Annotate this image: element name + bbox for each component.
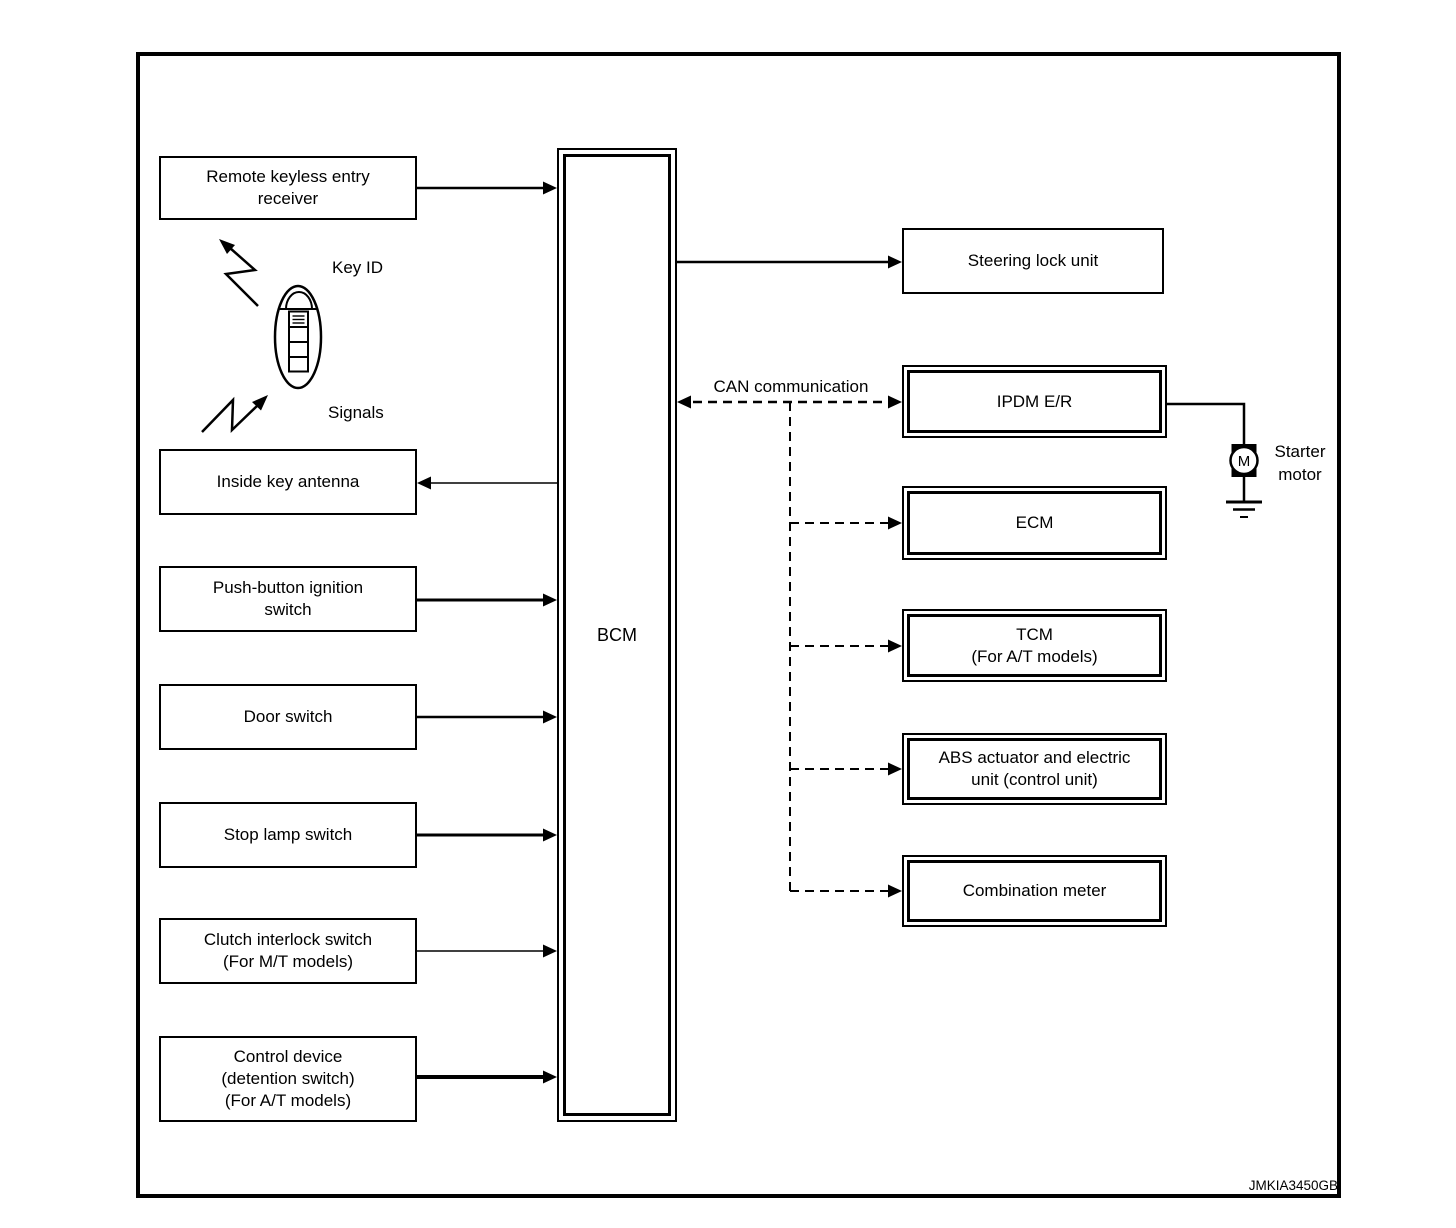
box-label: Combination meter: [962, 881, 1107, 900]
box-control-device: Control device (detention switch) (For A…: [159, 1036, 417, 1122]
box-label: Push-button ignition switch: [212, 578, 364, 619]
starter-motor-label: Starter motor: [1274, 442, 1326, 484]
box-label: ABS actuator and electric unit (control …: [938, 748, 1131, 789]
diagram-code: JMKIA3450GB: [1248, 1178, 1338, 1193]
box-clutch-interlock-switch: Clutch interlock switch (For M/T models): [159, 918, 417, 984]
arrow-can-to-tcm: [790, 639, 902, 653]
starter-motor-circuit: M: [1167, 402, 1262, 518]
box-inside-key-antenna: Inside key antenna: [159, 449, 417, 515]
box-combination-meter: Combination meter: [902, 855, 1167, 927]
signal-zigzag-to-fob: [201, 395, 268, 434]
box-label: Inside key antenna: [216, 472, 360, 491]
box-ecm: ECM: [902, 486, 1167, 560]
key-fob-icon: [273, 284, 323, 390]
box-label: ECM: [1015, 513, 1054, 532]
arrow-stop-lamp-to-bcm: [417, 828, 557, 842]
box-label: IPDM E/R: [996, 391, 1073, 411]
arrow-can-to-abs: [790, 762, 902, 776]
arrow-bcm-to-inside-key-antenna: [417, 476, 557, 490]
arrow-control-device-to-bcm: [417, 1070, 557, 1084]
signals-label: Signals: [328, 403, 384, 422]
motor-circle: [1229, 445, 1259, 476]
box-bcm-inner: BCM: [563, 154, 671, 1116]
arrow-clutch-interlock-to-bcm: [417, 944, 557, 958]
box-label: Steering lock unit: [967, 251, 1099, 270]
signal-zigzag-to-receiver: [219, 239, 259, 307]
box-label: Remote keyless entry receiver: [206, 167, 370, 208]
box-remote-keyless-entry-receiver: Remote keyless entry receiver: [159, 156, 417, 220]
arrow-remote-keyless-to-bcm: [417, 181, 557, 195]
key-id-label: Key ID: [332, 258, 384, 277]
arrow-bcm-to-steering-lock: [677, 255, 902, 269]
diagram-border: [136, 52, 1341, 1198]
arrow-can-to-combination-meter: [790, 884, 902, 898]
can-communication-label: CAN communication: [713, 377, 869, 396]
box-label: Control device (detention switch) (For A…: [221, 1047, 355, 1110]
box-label: TCM (For A/T models): [971, 624, 1098, 666]
arrow-push-button-to-bcm: [417, 593, 557, 607]
arrow-can-to-ecm: [790, 516, 902, 530]
box-label: Stop lamp switch: [223, 825, 353, 844]
box-label: Door switch: [243, 707, 333, 726]
box-stop-lamp-switch: Stop lamp switch: [159, 802, 417, 868]
box-bcm: BCM: [557, 148, 677, 1122]
bcm-label: BCM: [597, 624, 637, 645]
motor-letter: M: [1238, 453, 1251, 470]
box-abs-actuator: ABS actuator and electric unit (control …: [902, 733, 1167, 805]
box-door-switch: Door switch: [159, 684, 417, 750]
arrow-door-switch-to-bcm: [417, 710, 557, 724]
box-push-button-ignition-switch: Push-button ignition switch: [159, 566, 417, 632]
box-steering-lock-unit: Steering lock unit: [902, 228, 1164, 294]
ground-symbol: [1226, 500, 1262, 518]
box-label: Clutch interlock switch (For M/T models): [203, 930, 373, 971]
box-ipdm-er: IPDM E/R: [902, 365, 1167, 438]
box-tcm: TCM (For A/T models): [902, 609, 1167, 682]
